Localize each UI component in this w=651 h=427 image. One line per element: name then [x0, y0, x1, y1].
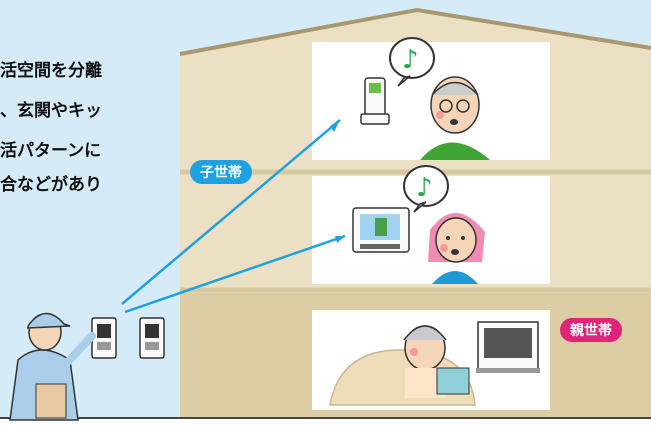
svg-text:♪: ♪ [416, 173, 433, 203]
signal-line-to-handset [121, 119, 341, 305]
description-line-3: 活パターンに [0, 141, 102, 161]
video-monitor-icon [476, 321, 540, 373]
mother-figure [428, 212, 485, 284]
ground-strip [0, 419, 651, 427]
door-station-icon [91, 317, 117, 359]
installer-person-icon [9, 312, 96, 421]
description-line-2: 、玄関やキッ [0, 101, 102, 121]
video-monitor-icon [352, 207, 410, 253]
music-note-icon: ♪ [403, 165, 449, 213]
description-line-1: 活空間を分離 [0, 61, 102, 81]
child-household-badge: 子世帯 [190, 160, 252, 184]
music-note-icon: ♪ [389, 37, 435, 87]
signal-line-to-monitor [124, 234, 346, 314]
parent-household-badge: 親世帯 [560, 318, 622, 342]
door-station-icon [139, 317, 165, 359]
svg-text:♪: ♪ [402, 45, 419, 75]
description-line-4: 合などがあり [0, 175, 102, 195]
handset-icon [360, 77, 390, 125]
house-roof [179, 7, 651, 56]
grandfather-figure [420, 76, 490, 160]
signal-arrowhead-monitor [335, 236, 345, 243]
signal-arrowhead-handset [330, 120, 340, 132]
grandmother-figure [329, 325, 476, 406]
